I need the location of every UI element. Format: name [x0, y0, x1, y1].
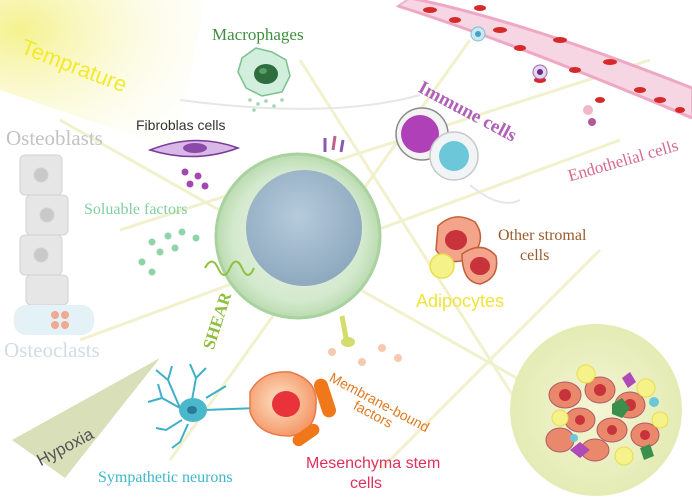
central-stem-cell-icon [214, 152, 382, 320]
label-sympathetic-neurons: Sympathetic neurons [98, 469, 233, 486]
shear-wave [204, 260, 255, 276]
adipocyte-icon [429, 253, 455, 279]
immune-cell-icon [395, 107, 479, 181]
label-other-stromal-cells: cells [520, 247, 550, 264]
receptor-icon [323, 135, 345, 153]
soluble-factor-dots [138, 228, 200, 276]
stem-cell-icon [249, 371, 337, 447]
label-macrophages: Macrophages [212, 25, 304, 44]
stromal-cell-icon [435, 216, 498, 285]
osteoblast-stack-icon [19, 154, 69, 306]
temperature-beam [0, 0, 205, 150]
blood-vessel-icon [395, 0, 692, 126]
osteoclast-icon [14, 305, 94, 335]
label-soluble-factors: Soluable factors [84, 201, 188, 218]
macrophage-icon [237, 47, 291, 112]
label-mesenchyma-stem: Mesenchyma stem [306, 455, 441, 472]
fibroblast-icon [147, 139, 241, 190]
label-mesenchyma-cells: cells [350, 475, 383, 492]
label-other-stromal: Other stromal [498, 227, 587, 244]
neuron-icon [147, 363, 259, 449]
membrane-factor-dots [328, 344, 402, 366]
membrane-receptor-icon [339, 315, 355, 347]
label-osteoblasts: Osteoblasts [6, 126, 103, 150]
label-fibroblast: Fibroblas cells [136, 117, 226, 133]
label-adipocytes: Adipocytes [416, 291, 505, 311]
hypoxia-beam [12, 358, 160, 478]
label-osteoclasts: Osteoclasts [4, 338, 100, 362]
niche-cluster-icon [510, 324, 682, 496]
